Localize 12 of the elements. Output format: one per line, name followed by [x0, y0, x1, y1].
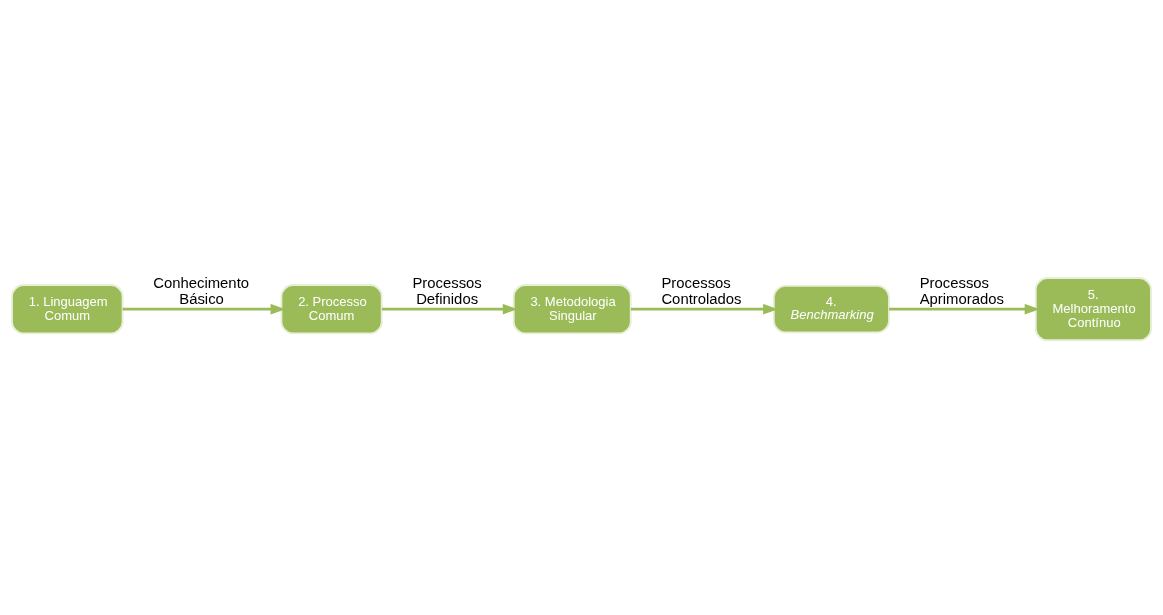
arrow [122, 303, 286, 314]
edge-label: Processos Aprimorados [919, 274, 1004, 307]
edge-label: Processos Definidos [412, 274, 482, 307]
node-box: 3. Metodologia Singular [512, 283, 632, 334]
edge-label: Processos Controlados [661, 274, 742, 307]
node-box: 2. Processo Comum [280, 283, 383, 334]
node-box: 1. Linguagem Comum [11, 283, 124, 334]
node-box: 5. Melhoramento Contínuo [1034, 276, 1152, 341]
edge-label: Conhecimento Básico [153, 274, 250, 307]
arrow [382, 303, 518, 314]
node-box: 4. Benchmarking [772, 284, 890, 333]
arrow [889, 303, 1040, 314]
